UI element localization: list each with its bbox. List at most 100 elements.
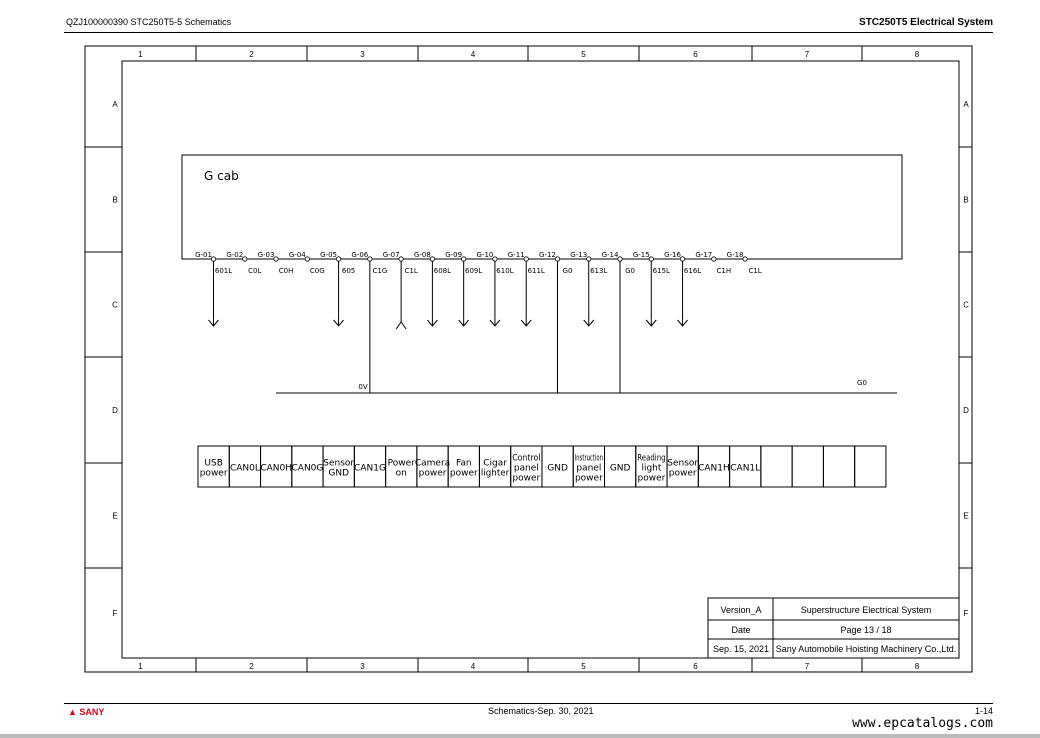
pin-label: G-12 bbox=[539, 251, 556, 259]
function-label: CAN0G bbox=[292, 464, 324, 474]
function-label: CAN1L bbox=[730, 464, 760, 474]
g-cab-box bbox=[181, 154, 903, 260]
pin-terminal bbox=[648, 256, 654, 262]
inner-frame bbox=[121, 60, 960, 659]
wire-label: C0G bbox=[310, 267, 325, 275]
wire-label: C1H bbox=[717, 267, 732, 275]
column-label-bottom: 7 bbox=[805, 662, 810, 671]
column-label-top: 1 bbox=[138, 50, 143, 59]
pin-label: G-04 bbox=[289, 251, 306, 259]
date-label: Date bbox=[731, 625, 750, 635]
row-label-left: F bbox=[113, 609, 118, 618]
column-label-bottom: 4 bbox=[471, 662, 476, 671]
function-label: GND bbox=[328, 469, 349, 479]
function-cell bbox=[854, 445, 887, 488]
pin-terminal bbox=[679, 256, 686, 262]
row-label-left: D bbox=[112, 406, 118, 415]
function-label: power bbox=[200, 469, 228, 479]
pin-label: G-06 bbox=[351, 251, 368, 259]
watermark-url: www.epcatalogs.com bbox=[852, 716, 993, 731]
column-label-top: 8 bbox=[915, 50, 920, 59]
wire-label: 608L bbox=[434, 267, 451, 275]
function-label: panel bbox=[576, 464, 601, 474]
bottom-bar bbox=[0, 734, 1040, 738]
function-label: on bbox=[396, 469, 407, 479]
pin-terminal bbox=[304, 256, 310, 262]
wire-label: 601L bbox=[215, 267, 232, 275]
pin-label: G-09 bbox=[445, 251, 462, 259]
pin-terminal bbox=[273, 256, 279, 262]
wire-label: 610L bbox=[496, 267, 513, 275]
column-label-top: 4 bbox=[471, 50, 476, 59]
function-label: USB bbox=[204, 459, 222, 469]
function-label: Sensor bbox=[323, 459, 354, 469]
header-divider bbox=[64, 32, 993, 33]
arrow-down-icon bbox=[427, 319, 438, 327]
pin-terminal bbox=[367, 256, 373, 262]
function-label: power bbox=[669, 469, 697, 479]
pin-terminal bbox=[742, 256, 748, 262]
function-label: power bbox=[419, 469, 447, 479]
function-label: CAN0H bbox=[260, 464, 292, 474]
wire-label: 605 bbox=[342, 267, 355, 275]
row-label-right: D bbox=[963, 406, 969, 415]
pin-terminal bbox=[554, 256, 561, 262]
wire-label: G0 bbox=[625, 267, 635, 275]
arrow-down-icon bbox=[645, 319, 657, 327]
connector-fork-icon bbox=[395, 321, 407, 330]
g-cab-label: G cab bbox=[204, 169, 239, 183]
pin-label: G-17 bbox=[695, 251, 712, 259]
wire-label: C1L bbox=[404, 267, 417, 275]
function-label: CAN1H bbox=[698, 464, 730, 474]
footer-divider bbox=[64, 703, 993, 704]
function-label: light bbox=[641, 464, 661, 474]
pin-terminal bbox=[429, 256, 435, 262]
wire-label: 611L bbox=[528, 267, 545, 275]
column-label-top: 7 bbox=[805, 50, 810, 59]
row-label-left: C bbox=[112, 301, 118, 310]
column-label-bottom: 3 bbox=[360, 662, 365, 671]
function-label: Instruction bbox=[575, 454, 603, 464]
pin-label: G-10 bbox=[477, 251, 494, 259]
pin-label: G-03 bbox=[258, 251, 275, 259]
arrow-down-icon bbox=[458, 319, 470, 327]
page-number: 1-14 bbox=[974, 706, 993, 716]
function-label: GND bbox=[610, 464, 631, 474]
pin-label: G-13 bbox=[570, 251, 587, 259]
column-label-bottom: 6 bbox=[693, 662, 698, 671]
pin-terminal bbox=[492, 256, 498, 262]
function-label: CAN1G bbox=[354, 464, 386, 474]
wire-label: 616L bbox=[684, 267, 701, 275]
function-label: power bbox=[575, 474, 603, 484]
function-cell bbox=[760, 445, 793, 488]
column-label-bottom: 8 bbox=[915, 662, 920, 671]
row-label-right: A bbox=[963, 100, 969, 109]
pin-label: G-08 bbox=[414, 251, 431, 259]
pin-label: G-18 bbox=[727, 251, 744, 259]
pin-label: G-16 bbox=[664, 251, 681, 259]
wire-label: 613L bbox=[590, 267, 607, 275]
wire-label: C1L bbox=[748, 267, 761, 275]
column-label-top: 3 bbox=[360, 50, 365, 59]
function-label: CAN0L bbox=[230, 464, 260, 474]
row-label-left: E bbox=[112, 512, 117, 521]
function-label: Fan bbox=[456, 459, 472, 469]
function-cell bbox=[791, 445, 824, 488]
arrow-down-icon bbox=[208, 319, 219, 327]
pin-terminal bbox=[242, 256, 248, 262]
pin-label: G-02 bbox=[226, 251, 243, 259]
pin-terminal bbox=[335, 256, 342, 262]
arrow-down-icon bbox=[489, 319, 501, 327]
outer-frame bbox=[84, 45, 973, 673]
pin-terminal bbox=[461, 256, 467, 262]
title-block bbox=[707, 597, 960, 659]
pin-label: G-14 bbox=[602, 251, 619, 259]
function-label: panel bbox=[514, 464, 539, 474]
wire-label: C1G bbox=[372, 267, 387, 275]
function-label: Power bbox=[388, 459, 416, 469]
wire-label: 609L bbox=[465, 267, 482, 275]
wire-label: 615L bbox=[653, 267, 670, 275]
function-label: Cigar bbox=[483, 459, 507, 469]
function-label: Control bbox=[512, 454, 540, 464]
